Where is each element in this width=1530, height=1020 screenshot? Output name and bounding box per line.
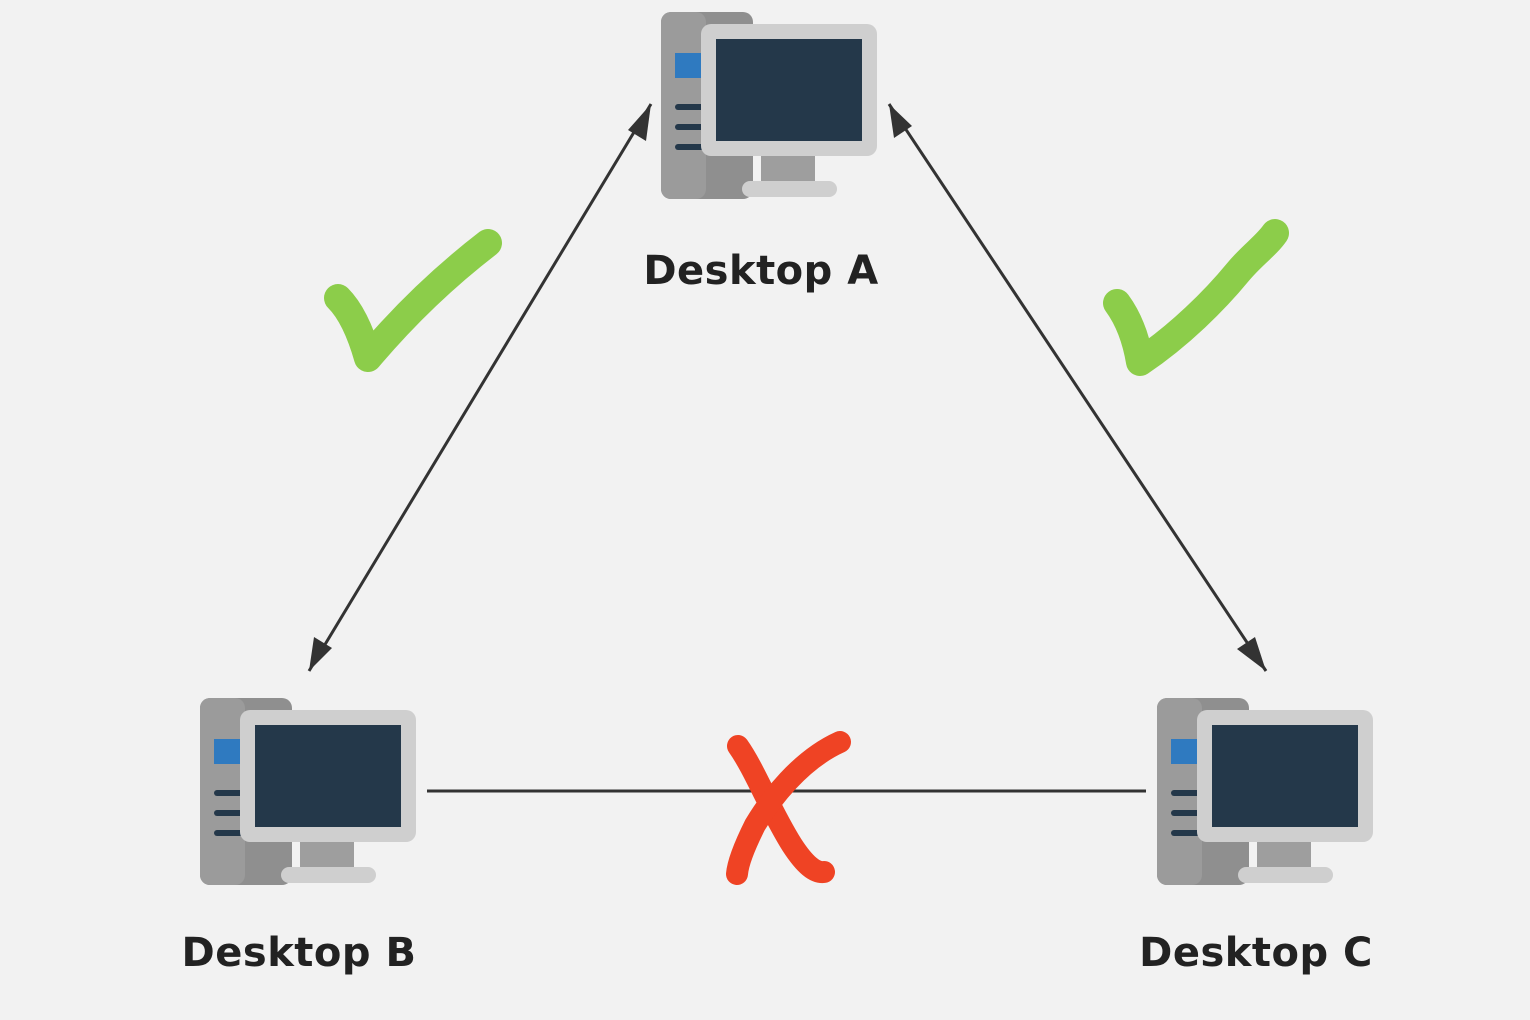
desktop-b-computer-icon (200, 698, 416, 885)
desktop-c-label: Desktop C (1139, 930, 1373, 976)
desktop-a-label: Desktop A (643, 248, 879, 294)
desktop-b-label: Desktop B (181, 930, 417, 976)
check-mark-a-c (1103, 219, 1289, 376)
check-mark-a-b (324, 229, 502, 372)
cross-mark-b-c (726, 731, 851, 885)
desktop-a-computer-icon (661, 12, 877, 199)
desktop-c-computer-icon (1157, 698, 1373, 885)
arrowhead-a-b-bottom (309, 637, 332, 671)
arrowhead-a-b-top (628, 104, 651, 141)
connection-a-b (307, 103, 653, 672)
arrowhead-a-c-top (889, 104, 912, 138)
connection-a-c (887, 103, 1268, 672)
arrowhead-a-c-bottom (1237, 637, 1266, 671)
